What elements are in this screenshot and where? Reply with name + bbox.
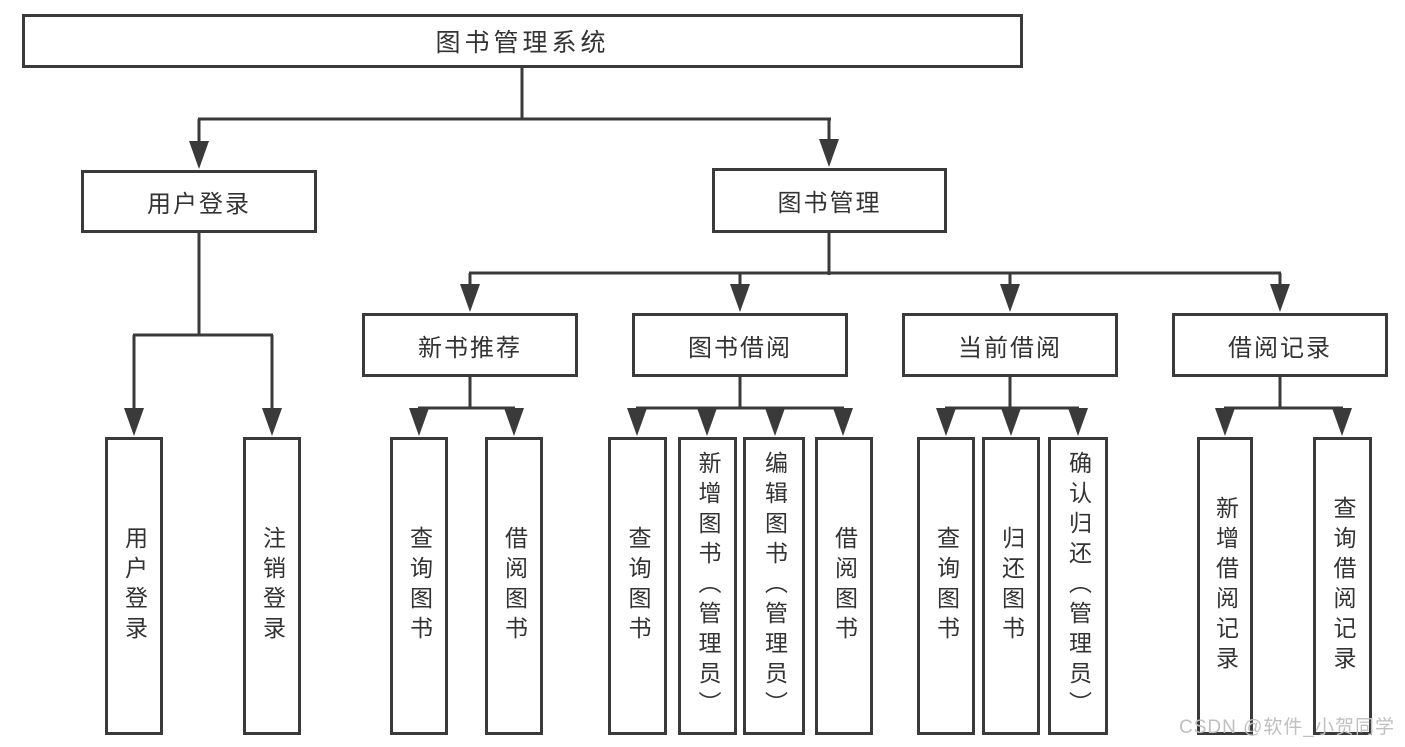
- leaf-add-borrow-record-label: 新增借阅记录: [1212, 496, 1239, 676]
- node-current-borrow-label: 当前借阅: [958, 334, 1062, 362]
- leaf-query-books-current: 查询图书: [917, 437, 975, 735]
- leaf-logout-label: 注销登录: [259, 526, 286, 646]
- leaf-add-book-admin-label: 新增图书（管理员）: [695, 451, 721, 721]
- leaf-borrow-books-borrow-label: 借阅图书: [831, 526, 858, 646]
- leaf-confirm-return-admin: 确认归还（管理员）: [1048, 437, 1108, 735]
- node-current-borrow: 当前借阅: [902, 313, 1118, 377]
- node-user-login: 用户登录: [81, 170, 317, 233]
- node-book-management-label: 图书管理: [777, 190, 882, 217]
- node-book-management: 图书管理: [712, 168, 947, 233]
- leaf-query-books-recommend-label: 查询图书: [406, 526, 433, 646]
- leaf-query-borrow-record-label: 查询借阅记录: [1330, 496, 1356, 676]
- node-new-book-recommend-label: 新书推荐: [418, 334, 522, 362]
- leaf-user-login-label: 用户登录: [121, 526, 148, 646]
- leaf-return-books: 归还图书: [982, 437, 1040, 735]
- leaf-borrow-books-recommend-label: 借阅图书: [501, 526, 528, 646]
- leaf-user-login: 用户登录: [105, 437, 163, 735]
- leaf-query-borrow-record: 查询借阅记录: [1313, 437, 1372, 735]
- leaf-query-books-borrow-label: 查询图书: [625, 526, 651, 646]
- leaf-query-books-current-label: 查询图书: [933, 526, 960, 646]
- node-root: 图书管理系统: [22, 14, 1023, 68]
- node-user-login-label: 用户登录: [147, 191, 251, 218]
- leaf-query-books-recommend: 查询图书: [390, 437, 448, 735]
- node-root-label: 图书管理系统: [435, 29, 610, 57]
- leaf-edit-book-admin-label: 编辑图书（管理员）: [761, 451, 788, 721]
- leaf-logout: 注销登录: [243, 437, 301, 735]
- node-book-borrow: 图书借阅: [632, 313, 848, 377]
- leaf-query-books-borrow: 查询图书: [608, 437, 667, 735]
- node-borrow-records-label: 借阅记录: [1228, 334, 1332, 362]
- leaf-borrow-books-recommend: 借阅图书: [485, 437, 543, 735]
- leaf-borrow-books-borrow: 借阅图书: [815, 437, 873, 735]
- node-new-book-recommend: 新书推荐: [362, 313, 578, 377]
- leaf-add-borrow-record: 新增借阅记录: [1197, 437, 1253, 735]
- csdn-watermark: CSDN @软件_小贺同学: [1179, 717, 1395, 738]
- node-book-borrow-label: 图书借阅: [688, 334, 792, 362]
- leaf-add-book-admin: 新增图书（管理员）: [678, 437, 737, 735]
- leaf-return-books-label: 归还图书: [998, 526, 1025, 646]
- leaf-confirm-return-admin-label: 确认归还（管理员）: [1065, 451, 1092, 721]
- leaf-edit-book-admin: 编辑图书（管理员）: [743, 437, 805, 735]
- node-borrow-records: 借阅记录: [1172, 313, 1388, 377]
